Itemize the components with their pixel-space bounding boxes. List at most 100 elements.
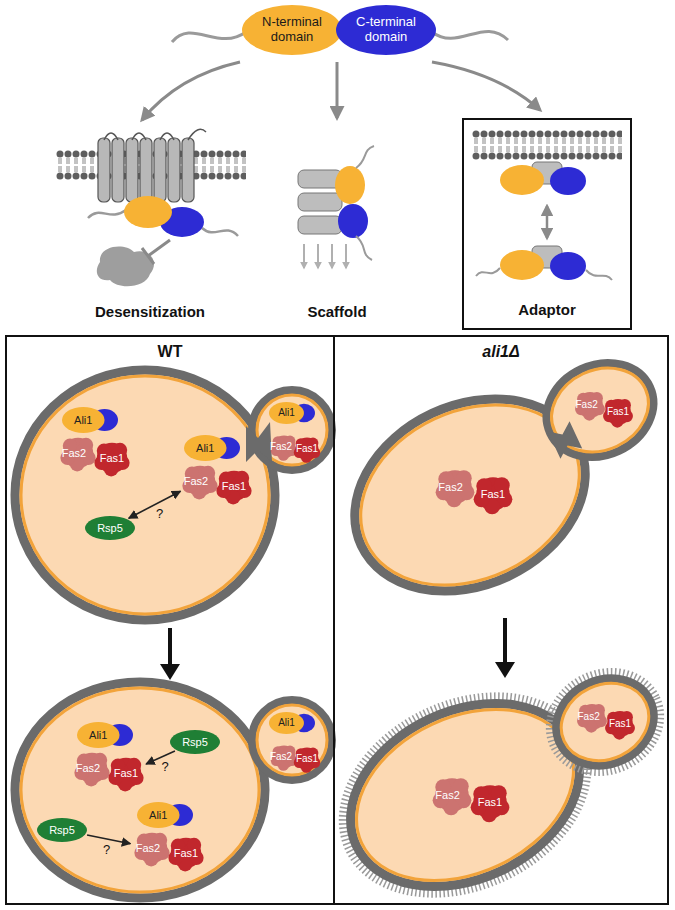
rsp5-protein-fill	[170, 730, 220, 754]
fas2-complex-fill	[182, 466, 217, 500]
rsp5-protein-fill	[85, 516, 135, 540]
fas2-complex-fill	[60, 438, 95, 472]
shape-label: C-terminal domain	[349, 15, 423, 45]
rsp5-protein-fill	[37, 818, 87, 842]
fas2-complex: Fas2	[433, 465, 477, 509]
ali1-protein-fill	[137, 802, 180, 828]
scaffold-drawing-part	[338, 204, 368, 238]
fas1-complex-fill	[294, 748, 320, 773]
shape-label: Ali1	[89, 729, 107, 742]
protein-tails-part	[432, 31, 508, 40]
fas1-complex: Fas1	[166, 833, 206, 873]
mutant-cells-part	[548, 421, 582, 458]
desensitization-drawing-part	[88, 210, 126, 218]
fas2-complex: Fas2	[573, 388, 607, 422]
scaffold-drawing-part-part	[317, 244, 319, 268]
ali1-protein-fill	[184, 435, 227, 461]
fas2-complex: Fas2	[430, 773, 474, 817]
fas1-complex-fill	[474, 477, 513, 514]
ali1-protein-fill	[269, 712, 304, 734]
desensitization-drawing-part-part	[140, 138, 152, 202]
fas2-complex-fill	[433, 778, 472, 815]
fas1-complex-fill	[108, 758, 143, 792]
wt-cells	[15, 370, 332, 898]
function-arrows-part	[336, 62, 339, 118]
shape-label: Fas1	[296, 443, 318, 455]
shape-label: N-terminal domain	[255, 15, 329, 45]
n-terminal-domain-fill	[242, 5, 342, 55]
adaptor-drawing-part	[500, 165, 544, 195]
scaffold-drawing-part-part	[345, 244, 347, 268]
shape-label: Rsp5	[49, 824, 75, 837]
scaffold-drawing-part	[298, 216, 342, 234]
shape-label: Rsp5	[182, 736, 208, 749]
edge-label: ?	[103, 843, 110, 858]
shape-label: Fas1	[478, 796, 502, 809]
n-terminal-domain: N-terminal domain	[242, 5, 342, 55]
protein-tails-part	[172, 32, 246, 42]
ali1-protein: Ali1	[137, 802, 193, 828]
desensitization-drawing-part	[142, 240, 170, 264]
mutant-cells-part-part	[549, 669, 662, 774]
scaffold-drawing-part-part	[303, 244, 305, 268]
wt-cells-part	[252, 700, 332, 780]
mutant-cells-part-part	[531, 346, 669, 474]
fas1-complex-fill	[605, 711, 635, 740]
wt-cells-part	[257, 705, 327, 775]
fas1-complex: Fas1	[292, 744, 322, 774]
fas2-complex: Fas2	[269, 432, 299, 462]
panel-title: WT	[158, 343, 183, 361]
function-label: Scaffold	[307, 303, 366, 320]
fas2-complex-fill	[271, 746, 297, 771]
fas1-complex-fill	[216, 471, 251, 505]
mutant-cells-part-part	[534, 655, 675, 789]
panel-box: WTAli1Fas2Fas1Rsp5Ali1Fas2Fas1Ali1Fas2Fa…	[5, 335, 335, 905]
shape-label: Fas2	[184, 475, 208, 488]
shape-label: Fas2	[136, 842, 160, 855]
ali1-protein-fill	[62, 407, 105, 433]
fas2-complex-fill	[134, 833, 169, 867]
function-label: Desensitization	[95, 303, 205, 320]
time-arrows-part	[503, 618, 507, 666]
time-arrows-part	[160, 664, 180, 680]
mutant-cells-part-part	[542, 663, 668, 781]
panel-box: ali1ΔFas2Fas1Fas2Fas1Fas2Fas1Fas2Fas1	[333, 335, 669, 905]
adaptor-drawing	[472, 130, 622, 280]
fas2-complex-fill	[436, 470, 475, 507]
edge-label: ?	[156, 507, 163, 522]
mutant-cells-part	[531, 346, 669, 474]
desensitization-drawing-part-part	[126, 138, 138, 202]
desensitization-drawing-part-part	[98, 138, 110, 202]
desensitization-drawing-part-part	[168, 138, 180, 202]
shape-label: Ali1	[278, 717, 295, 729]
adaptor-drawing-part	[476, 268, 612, 280]
fas2-complex: Fas2	[269, 742, 299, 772]
ali1-protein: Ali1	[269, 402, 315, 424]
rsp5-protein: Rsp5	[170, 730, 220, 754]
shape-label: Fas2	[270, 751, 292, 763]
shape-label: Fas2	[76, 762, 100, 775]
fas2-complex-fill	[577, 704, 607, 733]
scaffold-drawing-part-part	[331, 244, 333, 268]
wt-cells-part	[21, 376, 269, 614]
shape-label: Fas1	[481, 488, 505, 501]
adaptor-drawing-part	[500, 250, 544, 280]
shape-label: Fas2	[270, 441, 292, 453]
shape-label: Ali1	[278, 407, 295, 419]
shape-label: Ali1	[74, 414, 92, 427]
fas1-complex: Fas1	[471, 472, 515, 516]
adaptor-drawing-part	[546, 206, 549, 238]
shape-label: Fas2	[575, 399, 597, 411]
fas1-complex-fill	[168, 838, 203, 872]
shape-label: Fas2	[62, 447, 86, 460]
c-terminal-domain: C-terminal domain	[336, 5, 436, 55]
desensitization-drawing-part-part	[182, 138, 194, 202]
fas1-complex: Fas1	[292, 434, 322, 464]
function-arrows-part	[432, 62, 540, 110]
shape-label: Fas2	[577, 711, 599, 723]
fas2-complex-fill	[271, 436, 297, 461]
ali1-protein-fill	[77, 722, 120, 748]
interaction-arrow	[146, 751, 175, 764]
scaffold-drawing-part	[298, 193, 342, 211]
